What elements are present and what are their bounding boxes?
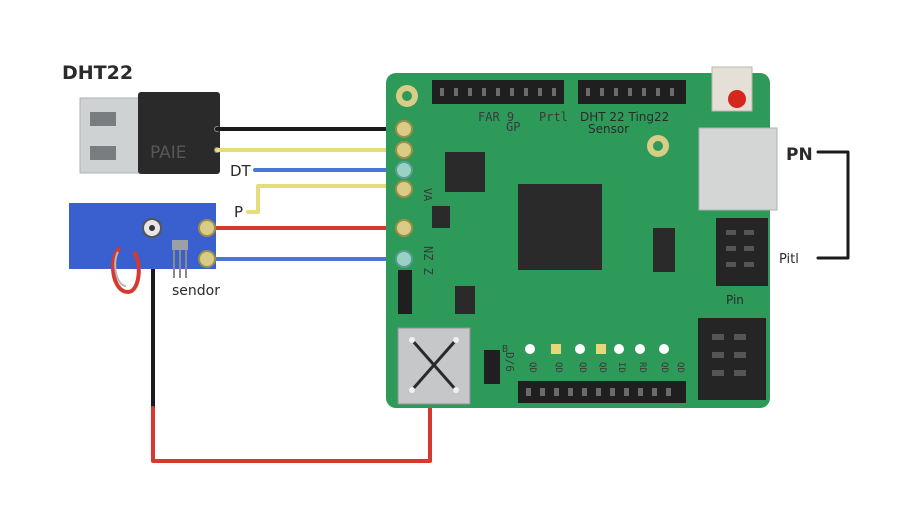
board-dot-3 <box>614 344 624 354</box>
dht22-sensor-module: PAIE <box>79 92 220 174</box>
board-bottom-text-qd1: QD <box>527 362 537 373</box>
top-header-pins <box>440 88 674 96</box>
wire-label-dt: DT <box>230 162 252 180</box>
board-bottom-text-id: ID <box>616 362 626 373</box>
wire-red-bottom <box>151 390 432 463</box>
module-component <box>172 240 188 278</box>
loop-wire-highlight <box>114 251 127 287</box>
wire-label-p: P <box>234 203 243 221</box>
sensor-plug <box>79 97 143 174</box>
terminal-dot-1 <box>409 337 415 343</box>
board-dot-1 <box>525 344 535 354</box>
wire-black-right <box>816 150 850 260</box>
plug-slot-top <box>90 112 116 126</box>
left-pad-column <box>395 120 413 268</box>
main-processor-chip <box>518 184 602 270</box>
board-dot-5 <box>659 344 669 354</box>
blue-sensor-module: sendor <box>69 203 220 299</box>
board-right-label-pin: Pin <box>726 293 744 307</box>
usb-connector <box>698 127 778 211</box>
power-led-red <box>728 90 746 108</box>
board-bottom-text-d6: D/6 <box>503 352 516 372</box>
board-pad-6 <box>395 250 413 268</box>
plug-slot-bottom <box>90 146 116 160</box>
board-text-gp: GP <box>506 120 520 134</box>
component-body <box>172 240 188 250</box>
module-pad-bottom <box>198 250 216 268</box>
board-bottom-text-qd4: QD <box>597 362 607 373</box>
chip-tiny-1 <box>432 206 450 228</box>
board-side-text-nz: NZ Z <box>421 246 435 275</box>
board-pad-3 <box>395 161 413 179</box>
board-led-2 <box>596 344 606 354</box>
sensor-housing-label: PAIE <box>150 143 187 163</box>
left-small-header <box>398 270 412 314</box>
red-loop-wire <box>111 246 141 295</box>
board-side-text-va: VA <box>421 188 434 202</box>
board-bottom-text-qd6: QD <box>675 362 685 373</box>
chip-small-top <box>445 152 485 192</box>
chip-side <box>653 228 675 272</box>
bottom-header-pins <box>526 388 671 396</box>
board-mount-hole-tl-inner <box>402 91 412 101</box>
sensor-housing <box>138 92 220 174</box>
right-label-pn: PN <box>786 145 813 165</box>
board-pad-5 <box>395 219 413 237</box>
blue-module-label: sendor <box>172 283 220 299</box>
right-socket-upper-holes <box>726 230 754 267</box>
module-pad-top <box>198 219 216 237</box>
board-mount-hole-mr-inner <box>653 141 663 151</box>
terminal-dot-3 <box>409 387 415 393</box>
chip-tiny-2 <box>455 286 475 314</box>
right-socket-lower-holes <box>712 334 746 376</box>
board-bottom-text-qd2: QD <box>553 362 563 373</box>
component-leads <box>173 250 187 278</box>
right-socket-upper <box>716 218 768 286</box>
diagram-title: DHT22 <box>62 62 133 84</box>
board-bottom-text-qd5: QD <box>659 362 669 373</box>
terminal-dot-2 <box>453 337 459 343</box>
terminal-dot-4 <box>453 387 459 393</box>
board-led-1 <box>551 344 561 354</box>
board-dot-2 <box>575 344 585 354</box>
board-pad-2 <box>395 141 413 159</box>
board-text-dht22: DHT 22 Ting22 <box>580 110 669 124</box>
board-text-far9: FAR 9 <box>478 110 514 124</box>
microcontroller-board: FAR 9 GP Prtl DHT 22 Ting22 Sensor VA NZ… <box>386 66 778 408</box>
board-bottom-text-qd3: QD <box>577 362 587 373</box>
right-socket-lower <box>698 318 766 400</box>
board-pad-1 <box>395 120 413 138</box>
wires <box>151 127 850 463</box>
wire-yellow-middle <box>246 184 406 214</box>
terminal-cross-mark <box>410 339 458 391</box>
board-text-prtl: Prtl <box>539 110 568 124</box>
board-pad-4 <box>395 180 413 198</box>
board-text-sensor: Sensor <box>588 122 629 136</box>
bottom-small-header <box>484 350 500 384</box>
board-bottom-text-b: B <box>502 344 508 355</box>
module-hole-center <box>149 225 155 231</box>
bottom-long-header <box>518 381 686 403</box>
board-dot-4 <box>635 344 645 354</box>
blue-module-board <box>69 203 216 269</box>
board-bottom-text-rd: RD <box>637 362 647 373</box>
right-label-pitl: Pitl <box>779 252 799 267</box>
